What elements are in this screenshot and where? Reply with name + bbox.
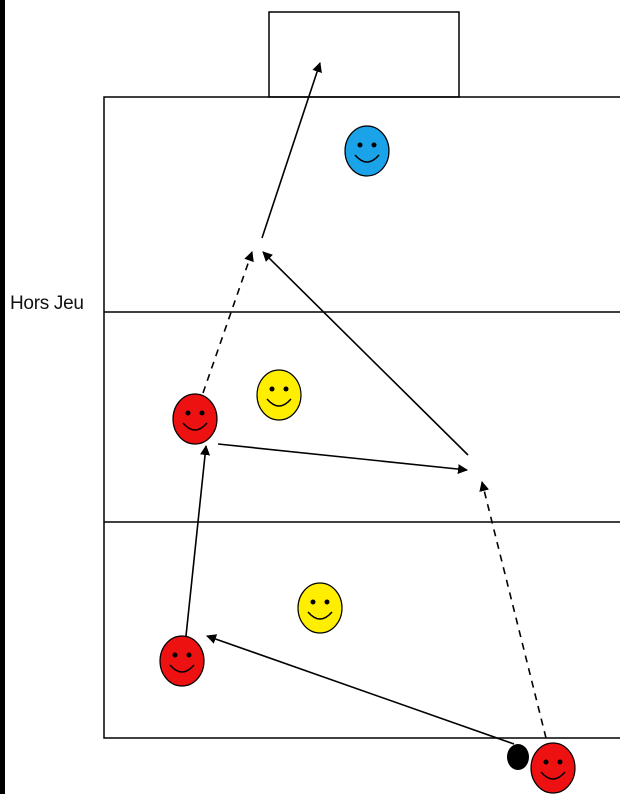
run-arrow [202,251,254,394]
ball-icon [507,744,529,770]
pass-arrow [217,443,468,475]
pass-arrow [206,634,515,745]
goalkeeper-player [344,125,390,177]
pass-arrow [262,251,469,456]
left-border [0,0,5,794]
run-arrow [479,481,547,739]
attacker-player [172,393,218,445]
shot-arrow [261,62,322,239]
offside-line-label: Hors Jeu [10,293,84,314]
attacker-player [530,742,576,794]
goal-box [268,11,460,98]
pitch-outline [103,96,620,739]
movement-arrows [185,62,547,745]
attacker-player [159,635,205,687]
defender-player [297,582,343,634]
defender-player [256,369,302,421]
pass-arrow [185,445,211,637]
